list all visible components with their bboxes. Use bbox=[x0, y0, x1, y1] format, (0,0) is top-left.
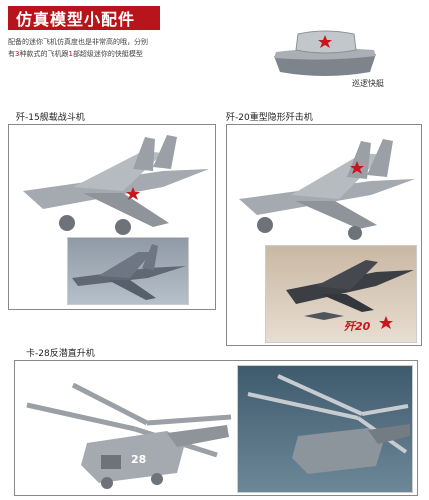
red-star-icon bbox=[350, 161, 364, 174]
ka28-photo bbox=[237, 365, 413, 493]
j20-photo-caption: 歼20 bbox=[344, 320, 371, 333]
ka28-frame: 28 bbox=[14, 360, 418, 496]
boat-label: 巡逻快艇 bbox=[352, 79, 384, 88]
ka28-model-image: 28 bbox=[17, 365, 237, 493]
red-star-icon bbox=[126, 187, 140, 200]
description: 配备的迷你飞机仿真度也是非常高的哦，分别 有3种款式的飞机跟1部超级迷你的快艇模… bbox=[8, 36, 268, 60]
j20-model-image bbox=[231, 129, 419, 241]
red-star-icon bbox=[379, 316, 393, 329]
j15-label: 歼-15舰载战斗机 bbox=[16, 113, 85, 123]
description-line-2: 有3种款式的飞机跟1部超级迷你的快艇模型 bbox=[8, 50, 143, 58]
red-star-icon bbox=[318, 35, 332, 48]
j20-frame: 歼20 bbox=[226, 124, 422, 346]
j15-frame bbox=[8, 124, 216, 310]
ka28-number: 28 bbox=[131, 453, 146, 466]
boat-model-image bbox=[270, 28, 380, 80]
j20-photo: 歼20 bbox=[265, 245, 417, 343]
j20-label: 歼-20重型隐形歼击机 bbox=[226, 113, 313, 123]
ka28-label: 卡-28反潜直升机 bbox=[26, 349, 95, 359]
j15-photo bbox=[67, 237, 189, 305]
description-line-1: 配备的迷你飞机仿真度也是非常高的哦，分别 bbox=[8, 38, 148, 46]
j15-model-image bbox=[13, 131, 213, 241]
page-title: 仿真模型小配件 bbox=[16, 10, 136, 29]
title-banner: 仿真模型小配件 bbox=[8, 6, 160, 30]
